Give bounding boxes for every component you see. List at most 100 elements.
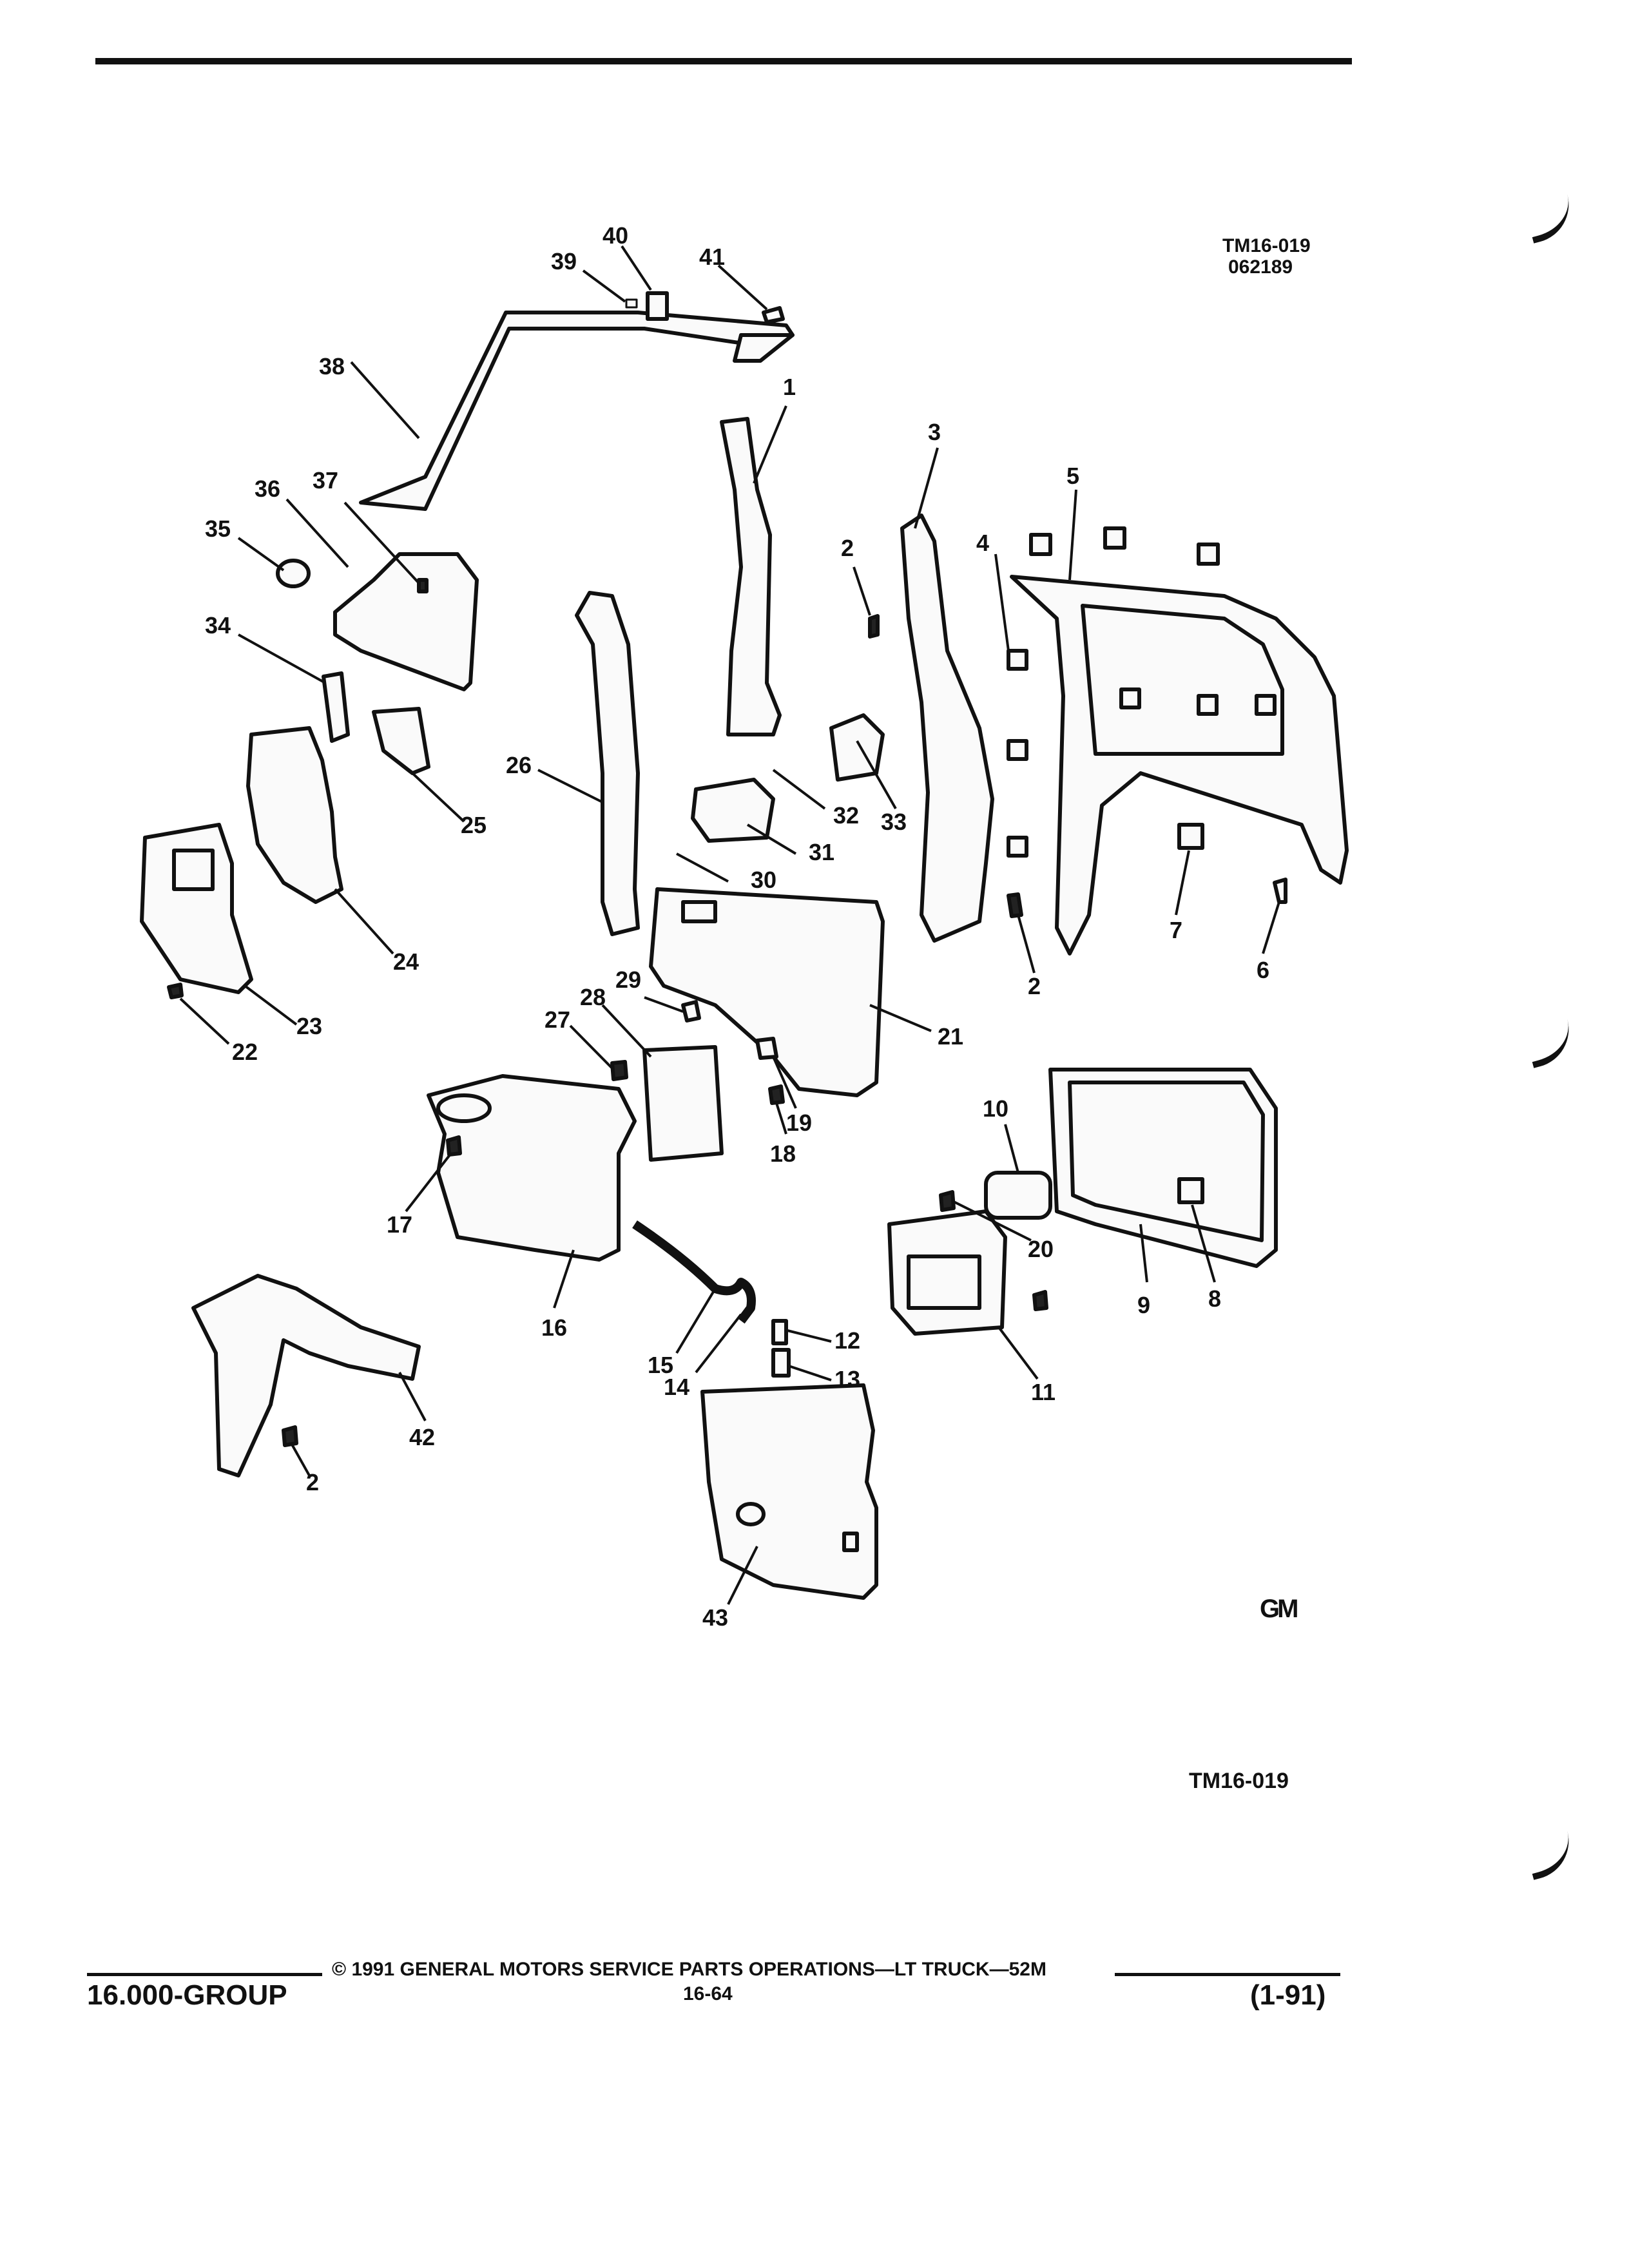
leader-10 [1004, 1124, 1019, 1173]
callout-43: 43 [702, 1604, 729, 1631]
footer-rule-left [87, 1973, 322, 1976]
leader-27 [569, 1024, 615, 1071]
leader-34 [238, 633, 326, 684]
part-5-window-opening [1081, 604, 1284, 756]
figure-date-code: 062189 [1228, 256, 1293, 278]
leader-42 [398, 1372, 427, 1421]
leader-2b [1017, 914, 1036, 974]
leader-3 [914, 447, 939, 529]
callout-30: 30 [751, 867, 777, 893]
callout-31: 31 [809, 839, 835, 865]
part-4-clip [1197, 543, 1220, 566]
leader-21 [869, 1004, 932, 1032]
part-4-clip [1007, 649, 1028, 671]
leader-14 [695, 1313, 742, 1374]
footer-rule-right [1115, 1973, 1340, 1976]
part-19-clip [755, 1037, 778, 1060]
figure-bottom-code: TM16-019 [1189, 1769, 1289, 1793]
part-12-fitting [771, 1319, 788, 1345]
callout-39: 39 [551, 248, 577, 274]
callout-10: 10 [983, 1095, 1009, 1122]
part-18-clip [768, 1084, 785, 1105]
callout-2: 2 [841, 535, 854, 561]
leader-4 [994, 553, 1010, 651]
leader-1 [753, 405, 787, 484]
part-9-window-glass [1068, 1081, 1265, 1242]
leader-39 [582, 269, 626, 303]
leader-28 [601, 1004, 652, 1058]
callout-17: 17 [387, 1211, 413, 1238]
leader-24 [334, 888, 394, 955]
leader-2c [290, 1443, 311, 1476]
footer-edition: (1-91) [1250, 1979, 1326, 2011]
part-36-cowl-panel [333, 552, 479, 691]
part-4-clip [1007, 739, 1028, 761]
callout-4: 4 [976, 530, 990, 556]
part-22-screw [167, 983, 184, 999]
leader-35 [237, 537, 285, 572]
callout-11: 11 [1031, 1379, 1056, 1405]
callout-41: 41 [699, 244, 726, 270]
part-17-screw [446, 1135, 462, 1157]
callout-18: 18 [770, 1140, 796, 1167]
leader-19 [772, 1056, 797, 1109]
callout-37: 37 [313, 467, 339, 494]
part-23-panel [140, 823, 253, 994]
part-16-console [427, 1074, 637, 1262]
leader-31 [746, 823, 797, 855]
leader-20 [953, 1200, 1032, 1242]
part-1-pillar [720, 417, 782, 736]
part-10-pad [984, 1171, 1052, 1220]
part-4-clip [1119, 687, 1141, 709]
leader-12 [787, 1329, 832, 1343]
leader-8 [1191, 1204, 1216, 1283]
callout-42: 42 [409, 1424, 436, 1450]
part-13-fitting [771, 1348, 791, 1378]
callout-27: 27 [545, 1006, 571, 1033]
leader-18 [775, 1102, 787, 1135]
callout-15: 15 [648, 1352, 674, 1378]
callout-23: 23 [296, 1013, 323, 1039]
leader-2a [853, 566, 871, 616]
callout-19: 19 [786, 1110, 813, 1136]
leader-22 [179, 997, 230, 1045]
callout-6: 6 [1257, 957, 1270, 983]
part-23-opening [172, 849, 215, 891]
part-20-screw [939, 1190, 956, 1212]
part-8-clip [1177, 1177, 1204, 1204]
part-3-center-pillar [900, 514, 994, 943]
callout-21: 21 [938, 1023, 964, 1050]
part-4-clip [1029, 533, 1052, 556]
part-39-screw [625, 298, 638, 309]
leader-38 [350, 361, 420, 439]
part-4-clip [1103, 526, 1126, 550]
callout-7: 7 [1170, 917, 1183, 943]
leader-7 [1175, 850, 1190, 916]
part-20-screw [1032, 1290, 1048, 1311]
part-15-hose [632, 1220, 756, 1324]
callout-14: 14 [664, 1374, 690, 1400]
part-4-clip [1197, 694, 1219, 716]
callout-40: 40 [602, 222, 629, 249]
part-42-kick-trim [191, 1274, 421, 1477]
part-6-screw [1273, 878, 1287, 904]
leader-30 [676, 852, 729, 883]
leader-6 [1262, 901, 1280, 954]
callout-33: 33 [881, 809, 907, 835]
part-43-knob [736, 1502, 766, 1526]
gm-logo: GM [1260, 1595, 1298, 1623]
part-40-clip [646, 291, 669, 321]
part-11-pocket [907, 1254, 981, 1310]
part-7-clip [1177, 823, 1204, 850]
top-rule [95, 58, 1352, 64]
callout-13: 13 [834, 1366, 861, 1392]
callout-24: 24 [393, 948, 419, 975]
part-24-kick-panel [246, 726, 343, 904]
callout-16: 16 [541, 1314, 568, 1341]
leader-13 [788, 1365, 832, 1381]
callout-22: 22 [232, 1039, 258, 1065]
leader-41 [717, 264, 768, 311]
leader-32 [772, 769, 826, 810]
part-38-end [733, 333, 795, 363]
part-29-screw [681, 1000, 701, 1023]
